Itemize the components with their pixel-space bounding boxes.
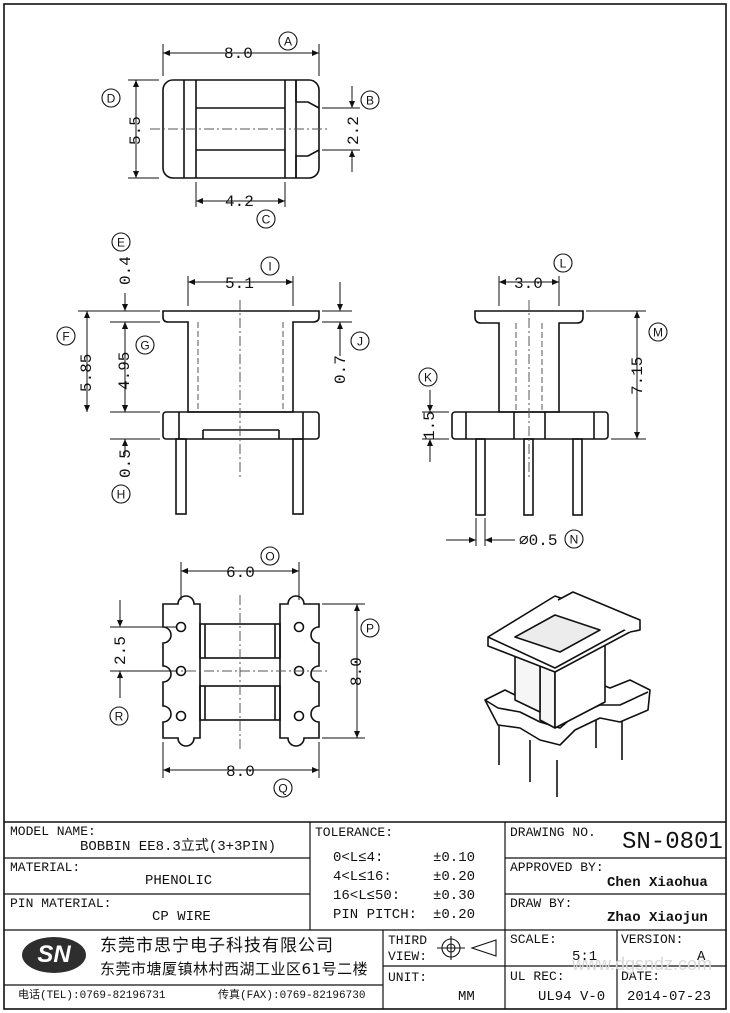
unit-value: MM <box>458 989 475 1005</box>
model-name-label: MODEL NAME: <box>10 824 96 839</box>
callout-letter-f: F <box>62 330 69 344</box>
tolerance-range-3: 16<L≤50: <box>333 888 401 904</box>
dim-P-text: 8.0 <box>348 657 366 686</box>
company-logo: SN <box>22 937 86 973</box>
dim-K-text: 1.5 <box>421 411 439 440</box>
company-tel: 电话(TEL):0769-82196731 <box>18 990 166 1002</box>
dim-O-text: 6.0 <box>226 564 255 582</box>
tolerance-value-4: ±0.20 <box>433 907 476 923</box>
drawing-no-value: SN-0801 <box>622 829 723 856</box>
callout-letter-l: L <box>560 257 567 271</box>
tolerance-value-2: ±0.20 <box>433 869 476 885</box>
approved-by-label: APPROVED BY: <box>510 860 604 875</box>
callout-letter-e: E <box>117 236 125 250</box>
isometric-view <box>484 591 651 797</box>
model-name-value: BOBBIN EE8.3立式(3+3PIN) <box>80 839 277 855</box>
draw-by-value: Zhao Xiaojun <box>607 910 708 926</box>
tolerance-label: TOLERANCE: <box>315 825 394 840</box>
pin-material-value: CP WIRE <box>152 909 211 925</box>
third-angle-projection-symbol <box>437 936 497 960</box>
tolerance-range-4: PIN PITCH: <box>333 907 418 923</box>
dim-M-text: 7.15 <box>629 357 647 395</box>
dim-N-text: ⌀0.5 <box>519 532 557 550</box>
approved-by-value: Chen Xiaohua <box>607 875 708 891</box>
company-address: 东莞市塘厦镇林村西湖工业区61号二楼 <box>100 960 369 978</box>
pin-material-label: PIN MATERIAL: <box>10 896 112 911</box>
callout-letter-p: P <box>366 622 374 636</box>
ul-rec-label: UL REC: <box>510 969 565 984</box>
tolerance-range-2: 4<L≤16: <box>333 869 392 885</box>
callout-letter-j: J <box>357 335 363 349</box>
dim-E-text: 0.4 <box>117 256 135 285</box>
callout-letter-h: H <box>117 488 126 502</box>
draw-by-label: DRAW BY: <box>510 896 573 911</box>
callout-letter-a: A <box>284 35 292 49</box>
dim-A-text: 8.0 <box>224 45 253 63</box>
version-value: A <box>697 949 706 965</box>
callout-letter-q: Q <box>278 782 287 796</box>
drawing-no-label: DRAWING NO. <box>510 825 596 840</box>
tolerance-value-3: ±0.30 <box>433 888 476 904</box>
callout-letter-i: I <box>268 260 271 274</box>
unit-label: UNIT: <box>388 970 428 985</box>
third-view-label-1: THIRD <box>388 933 428 948</box>
dim-H-text: 0.5 <box>117 449 135 478</box>
version-label: VERSION: <box>621 932 684 947</box>
scale-label: SCALE: <box>510 932 557 947</box>
third-view-label-2: VIEW: <box>388 949 428 964</box>
dim-R-text: 2.5 <box>112 636 130 665</box>
callout-letter-n: N <box>570 533 579 547</box>
side-view <box>451 310 609 516</box>
scale-value: 5:1 <box>572 949 598 965</box>
callout-letter-b: B <box>366 94 374 108</box>
dim-I-text: 5.1 <box>225 275 254 293</box>
dim-L-text: 3.0 <box>514 275 543 293</box>
company-name: 东莞市思宁电子科技有限公司 <box>100 936 334 956</box>
dim-Q-text: 8.0 <box>226 763 255 781</box>
date-value: 2014-07-23 <box>627 989 712 1005</box>
dim-B-text: 2.2 <box>345 116 363 145</box>
callout-letter-k: K <box>424 371 432 385</box>
company-fax: 传真(FAX):0769-82196730 <box>218 990 366 1002</box>
dim-F-text: 5.85 <box>78 354 96 392</box>
tolerance-range-1: 0<L≤4: <box>333 850 384 866</box>
material-value: PHENOLIC <box>145 873 213 889</box>
callout-letter-o: O <box>265 550 274 564</box>
dim-D-text: 5.5 <box>127 116 145 145</box>
callout-letter-r: R <box>115 710 124 724</box>
material-label: MATERIAL: <box>10 860 81 875</box>
callout-letter-c: C <box>262 213 271 227</box>
watermark: www.dgsndz.com <box>572 954 713 974</box>
dim-J-text: 0.7 <box>332 355 350 384</box>
callout-letter-m: M <box>653 326 663 340</box>
ul-rec-value: UL94 V-0 <box>538 989 606 1005</box>
dim-C-text: 4.2 <box>225 193 254 211</box>
tolerance-value-1: ±0.10 <box>433 850 476 866</box>
dim-G-text: 4.95 <box>116 352 134 390</box>
engineering-drawing: 8.0 5.5 2.2 4.2 5.1 0.4 5.85 <box>56 31 668 798</box>
callout-letter-g: G <box>140 339 149 353</box>
callout-letter-d: D <box>107 92 116 106</box>
date-label: DATE: <box>621 969 661 984</box>
front-view <box>162 310 320 515</box>
